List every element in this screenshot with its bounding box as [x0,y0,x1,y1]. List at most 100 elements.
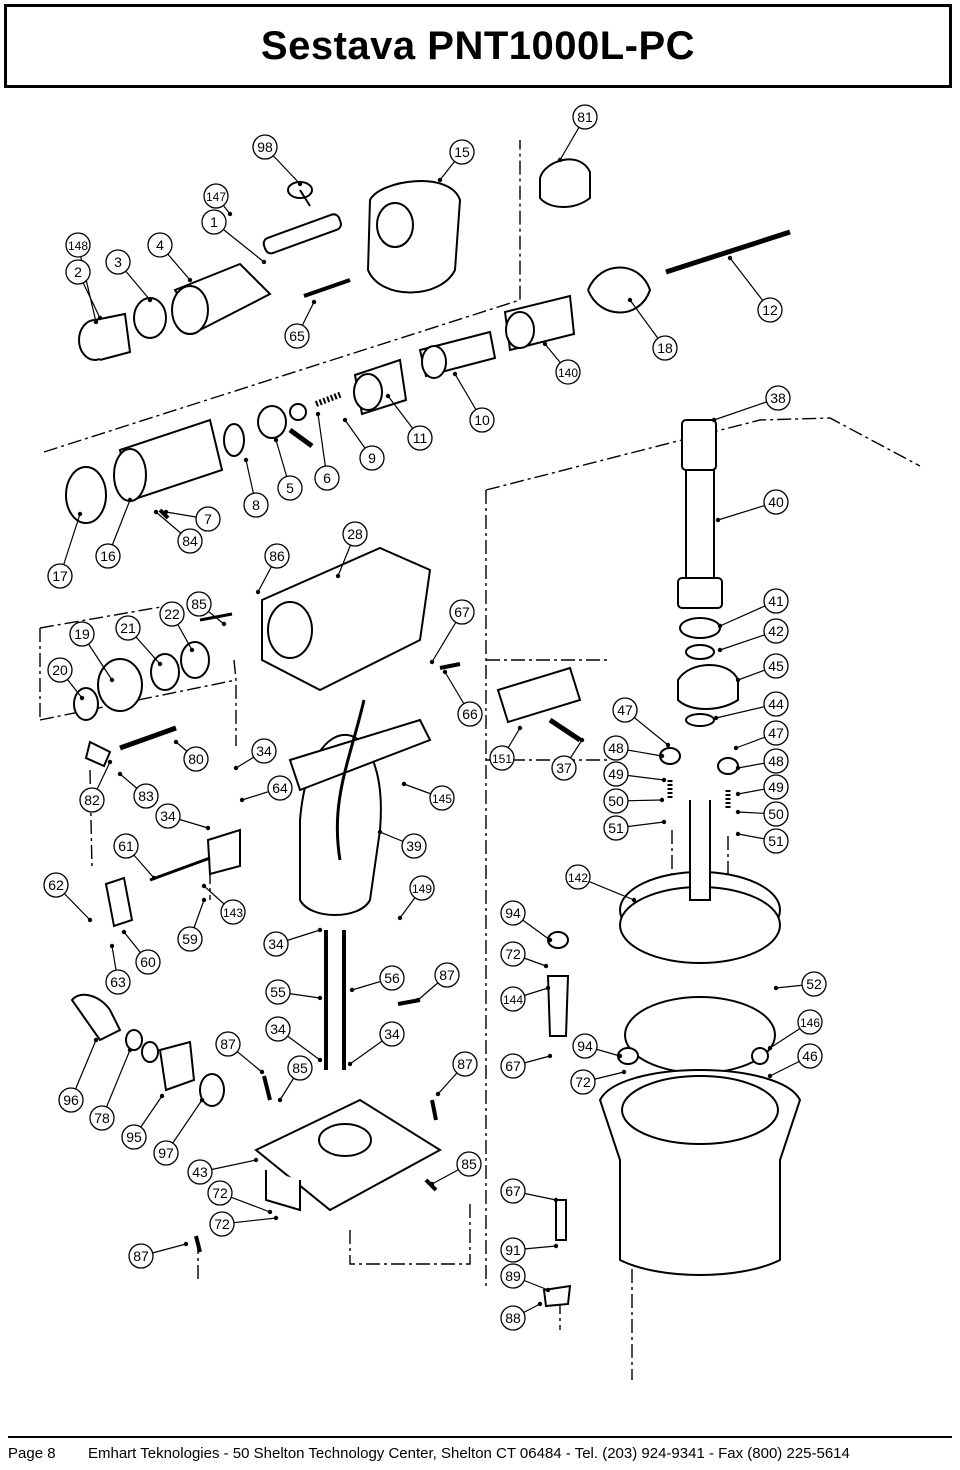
callout-number: 87 [220,1036,236,1052]
callout-number: 21 [120,620,136,636]
leader-arrowhead [97,315,103,321]
callout-145: 145 [429,785,455,811]
callout-balloon [58,1087,84,1113]
callout-balloon [457,701,483,727]
callout-47: 47 [612,697,638,723]
callout-number: 89 [505,1268,521,1284]
callout-number: 67 [505,1058,521,1074]
page-number: Page 8 [8,1444,56,1462]
callout-149: 149 [409,875,435,901]
callout-number: 4 [156,237,164,253]
callout-balloon [500,1178,526,1204]
callout-balloon [407,425,433,451]
callout-number: 149 [412,882,432,896]
callout-number: 67 [505,1183,521,1199]
leader-arrowhead [711,417,717,423]
callout-51: 51 [603,815,629,841]
callout-number: 72 [212,1185,228,1201]
callout-balloon [203,183,229,209]
leader-arrowhead [127,497,133,503]
callout-86: 86 [264,543,290,569]
leader-arrowhead [255,589,261,595]
leader-arrowhead [397,915,403,921]
callout-number: 34 [160,808,176,824]
callout-34: 34 [379,1021,405,1047]
leader-arrowhead [401,781,407,787]
callout-number: 80 [188,751,204,767]
leader-arrowhead [435,1091,441,1097]
callout-34: 34 [251,738,277,764]
callout-balloon [603,761,629,787]
callout-balloon [379,965,405,991]
callout-34: 34 [265,1016,291,1042]
callout-balloon [763,489,789,515]
callout-61: 61 [113,833,139,859]
callout-number: 7 [204,511,212,527]
leader-arrowhead [273,1215,279,1221]
callout-85: 85 [287,1055,313,1081]
callout-1: 1 [201,209,227,235]
callout-number: 48 [608,740,624,756]
callout-number: 55 [270,984,286,1000]
callout-39: 39 [401,833,427,859]
callout-balloon [284,323,310,349]
leader-arrowhead [545,1287,551,1293]
leader-arrowhead [239,797,245,803]
callout-56: 56 [379,965,405,991]
callout-number: 144 [503,993,523,1007]
callout-number: 84 [182,533,198,549]
callout-balloon [47,563,73,589]
callout-balloon [763,748,789,774]
leader-arrowhead [437,177,443,183]
callout-number: 145 [432,792,452,806]
callout-number: 2 [74,264,82,280]
callout-15: 15 [449,139,475,165]
company-address: Emhart Teknologies - 50 Shelton Technolo… [88,1444,850,1462]
callout-number: 49 [608,766,624,782]
leader-arrowhead [151,875,157,881]
callout-number: 86 [269,548,285,564]
callout-balloon [287,1055,313,1081]
leader-arrowhead [347,1061,353,1067]
callout-balloon [252,134,278,160]
callout-number: 60 [140,954,156,970]
callout-number: 38 [770,390,786,406]
callout-9: 9 [359,445,385,471]
callout-balloon [113,833,139,859]
callout-8: 8 [243,492,269,518]
callout-4: 4 [147,232,173,258]
callout-number: 66 [462,706,478,722]
leader-arrowhead [773,985,779,991]
leader-arrowhead [733,745,739,751]
callout-balloon [572,1033,598,1059]
callout-number: 47 [768,725,784,741]
leader-arrowhead [713,715,719,721]
leader-arrowhead [117,771,123,777]
dashed-guide-lines [39,140,921,1380]
leader-arrowhead [377,829,383,835]
callout-34: 34 [263,931,289,957]
leader-arrowhead [277,1097,283,1103]
callout-number: 15 [454,144,470,160]
callout-50: 50 [603,788,629,814]
callout-number: 91 [505,1242,521,1258]
callout-number: 143 [223,906,243,920]
callout-number: 5 [286,480,294,496]
callout-balloon [500,1053,526,1079]
callout-balloon [652,335,678,361]
callout-balloon [251,738,277,764]
callout-balloon [551,755,577,781]
callout-89: 89 [500,1263,526,1289]
callout-balloon [500,986,526,1012]
leader-arrowhead [127,1047,133,1053]
callout-number: 47 [617,702,633,718]
leader-arrowhead [221,621,227,627]
leader-arrowhead [189,647,195,653]
callout-number: 16 [100,548,116,564]
callout-88: 88 [500,1305,526,1331]
callout-20: 20 [47,657,73,683]
callout-balloon [409,875,435,901]
leader-arrowhead [317,927,323,933]
callout-37: 37 [551,755,577,781]
callout-46: 46 [797,1043,823,1069]
